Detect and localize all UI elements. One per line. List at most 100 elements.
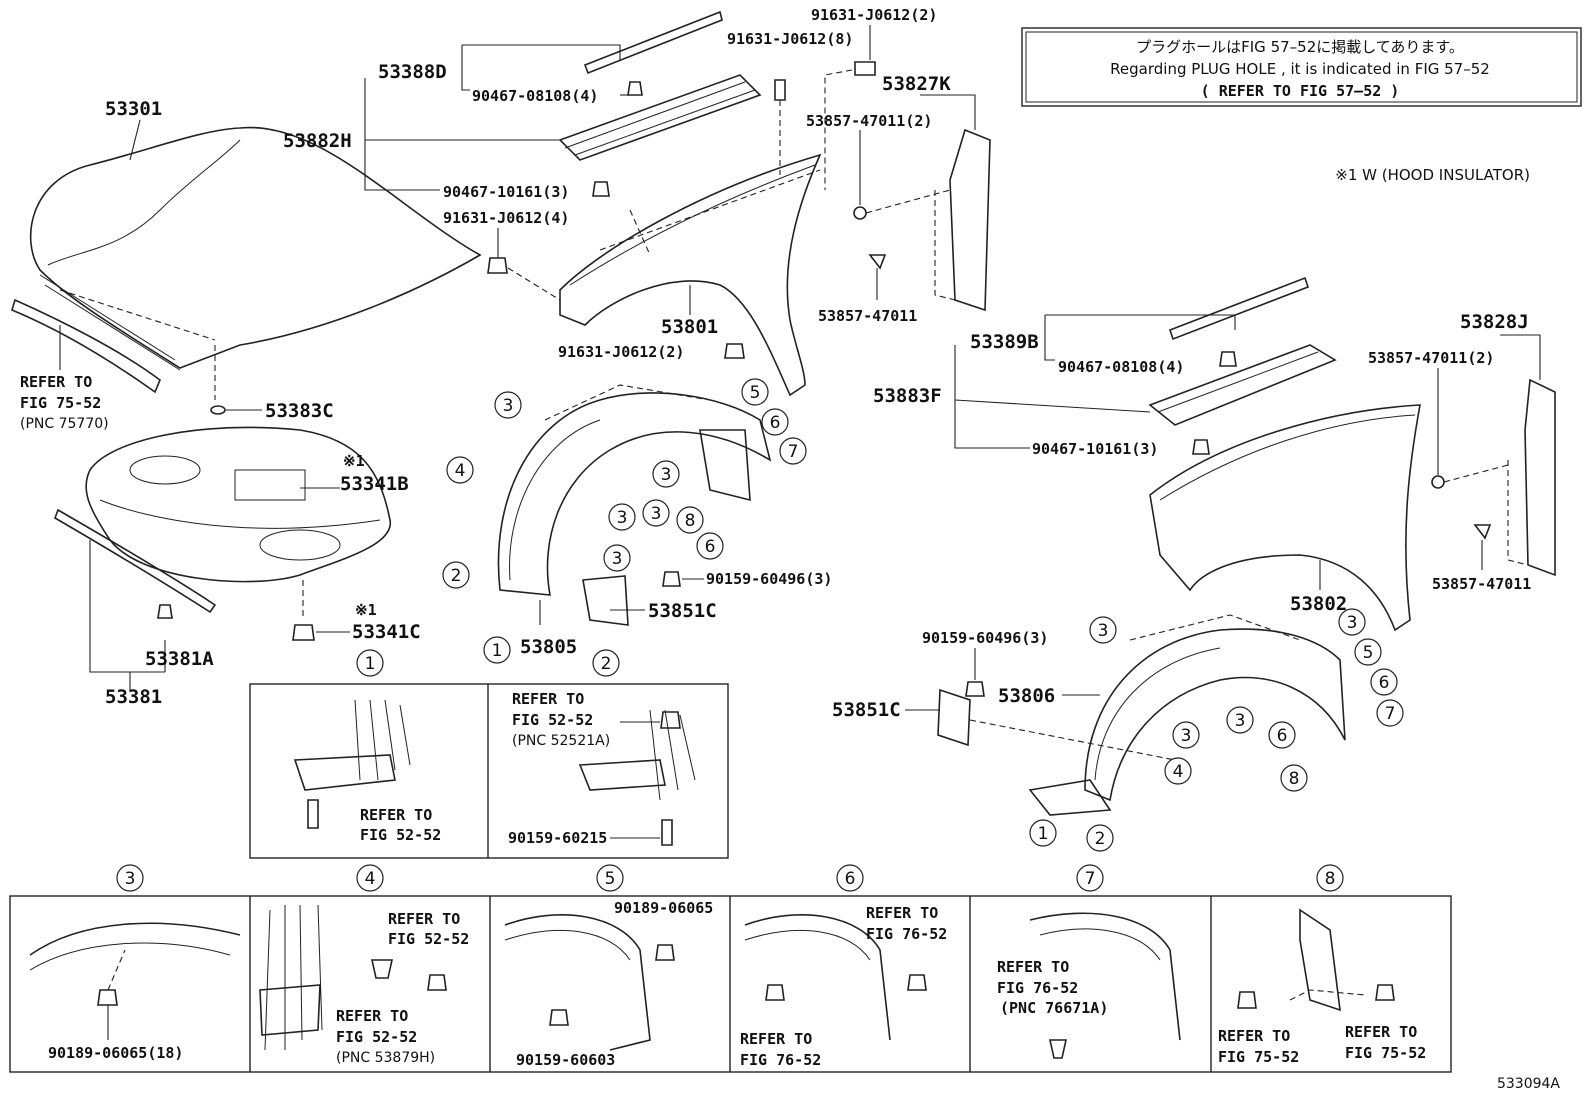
- detail-4-ref-a-l2: FIG 52-52: [388, 930, 469, 948]
- hood-panel: [29, 126, 482, 400]
- figure-code: 533094A: [1497, 1076, 1560, 1092]
- label-53851C-b: 53851C: [832, 699, 901, 721]
- clip-53857-47011-a: [868, 254, 887, 270]
- detail-1-refer-l1: REFER TO: [360, 806, 432, 824]
- detail-6-ref-a-l2: FIG 76-52: [866, 925, 947, 943]
- fender-bracket-53882H: [558, 74, 762, 161]
- screw-90159-60496-b: [965, 681, 985, 697]
- svg-text:3: 3: [125, 869, 136, 889]
- svg-text:3: 3: [617, 508, 628, 528]
- star1-b: ※1: [355, 601, 377, 619]
- clip-53857-47011-b: [1473, 524, 1492, 540]
- detail-3-title: 3: [116, 864, 144, 892]
- detail-2-refer-l1: REFER TO: [512, 690, 584, 708]
- detail-3: 90189-06065(18): [29, 922, 241, 1062]
- label-90159-60496-3-a: 90159-60496(3): [706, 570, 832, 588]
- svg-text:3: 3: [651, 504, 662, 524]
- callout-4-b: 4: [1164, 757, 1192, 785]
- bolt-91631-J0612-4: [487, 257, 508, 274]
- label-53388D: 53388D: [378, 61, 447, 83]
- detail-5-screw: [549, 1009, 569, 1026]
- label-90189-06065-18: 90189-06065(18): [48, 1044, 183, 1062]
- svg-text:8: 8: [685, 511, 696, 531]
- svg-text:6: 6: [1379, 673, 1390, 693]
- label-91631-J0612-2-b: 91631-J0612(2): [558, 343, 684, 361]
- label-90467-08108-4-a: 90467-08108(4): [472, 87, 598, 105]
- callout-6-c: 6: [1370, 668, 1398, 696]
- detail-6: REFER TO FIG 76-52 REFER TO FIG 76-52: [740, 904, 947, 1069]
- callout-7-b: 7: [1376, 699, 1404, 727]
- refer-hood-l3: (PNC 75770): [20, 416, 109, 432]
- bolt-91631-J0612-8: [774, 79, 786, 101]
- svg-text:4: 4: [365, 869, 376, 889]
- hood-insulator-note: ※1 W (HOOD INSULATOR): [1335, 166, 1530, 184]
- detail-4-title: 4: [356, 864, 384, 892]
- detail-7-ref-l3: (PNC 76671A): [1000, 999, 1108, 1017]
- label-90159-60603: 90159-60603: [516, 1051, 615, 1069]
- bolt-91631-J0612-2-b: [724, 343, 745, 359]
- bottom-detail-strip: [9, 895, 1452, 1073]
- note-line-3: ( REFER TO FIG 57–52 ): [1201, 82, 1400, 100]
- label-53857-47011-2-b: 53857-47011(2): [1368, 349, 1494, 367]
- svg-text:6: 6: [705, 537, 716, 557]
- front-fender-53802: [1149, 404, 1421, 632]
- detail-3-clip: [97, 989, 118, 1006]
- detail-8-ref-b-l2: FIG 75-52: [1345, 1044, 1426, 1062]
- svg-text:5: 5: [750, 383, 761, 403]
- label-53883F: 53883F: [873, 385, 942, 407]
- detail-4-ref-b-l2: FIG 52-52: [336, 1028, 417, 1046]
- callout-1-top: 1: [356, 649, 384, 677]
- detail-6-screw-b: [907, 974, 927, 991]
- callout-2-top: 2: [592, 649, 620, 677]
- label-53383C: 53383C: [265, 400, 334, 422]
- label-90189-06065: 90189-06065: [614, 899, 713, 917]
- svg-text:4: 4: [455, 461, 466, 481]
- fender-seal-strip-b: [1168, 276, 1310, 341]
- label-90467-08108-4-b: 90467-08108(4): [1058, 358, 1184, 376]
- detail-7-ref-l1: REFER TO: [997, 958, 1069, 976]
- label-53827K: 53827K: [882, 73, 951, 95]
- clip-53857-47011-2-a: [853, 206, 867, 220]
- callout-3-h: 3: [1172, 721, 1200, 749]
- detail-5-title: 5: [596, 864, 624, 892]
- detail-4-ref-a-l1: REFER TO: [388, 910, 460, 928]
- mudflap-53851C-b: [937, 688, 971, 747]
- svg-text:1: 1: [492, 641, 503, 661]
- detail-5: 90189-06065 90159-60603: [504, 899, 713, 1069]
- callout-3-f: 3: [1089, 616, 1117, 644]
- svg-text:6: 6: [1277, 726, 1288, 746]
- callout-5-b: 5: [1354, 638, 1382, 666]
- detail-2-refer-l2: FIG 52-52: [512, 711, 593, 729]
- detail-1-bolt: [307, 799, 319, 829]
- detail-4-ref-b-l1: REFER TO: [336, 1007, 408, 1025]
- label-53857-47011-b: 53857-47011: [1432, 575, 1531, 593]
- fender-liner-53806: [1028, 614, 1346, 816]
- detail-7-title: 7: [1076, 864, 1104, 892]
- callout-6-b: 6: [696, 532, 724, 560]
- detail-6-ref-b-l2: FIG 76-52: [740, 1051, 821, 1069]
- label-53341B: 53341B: [340, 473, 409, 495]
- clip-90467-10161-a: [592, 181, 610, 197]
- detail-2-clip: [660, 711, 681, 729]
- clip-53341C: [292, 624, 315, 641]
- svg-text:1: 1: [365, 654, 376, 674]
- callout-5-a: 5: [741, 378, 769, 406]
- label-90159-60496-3-b: 90159-60496(3): [922, 629, 1048, 647]
- label-53882H: 53882H: [283, 130, 352, 152]
- svg-text:3: 3: [661, 465, 672, 485]
- label-53805: 53805: [520, 636, 577, 658]
- svg-text:6: 6: [770, 413, 781, 433]
- detail-7: REFER TO FIG 76-52 (PNC 76671A): [997, 912, 1181, 1059]
- svg-text:7: 7: [788, 442, 799, 462]
- hood-stop-cushion: [210, 405, 226, 415]
- detail-7-ref-l2: FIG 76-52: [997, 979, 1078, 997]
- callout-2-b: 2: [1086, 824, 1114, 852]
- callout-3-d: 3: [642, 499, 670, 527]
- label-53301: 53301: [105, 98, 162, 120]
- note-line-2: Regarding PLUG HOLE , it is indicated in…: [1110, 60, 1490, 78]
- svg-text:5: 5: [605, 869, 616, 889]
- fender-seal-strip-a: [583, 10, 723, 75]
- detail-2-bolt: [661, 819, 673, 846]
- detail-4: REFER TO FIG 52-52 REFER TO FIG 52-52 (P…: [259, 904, 469, 1066]
